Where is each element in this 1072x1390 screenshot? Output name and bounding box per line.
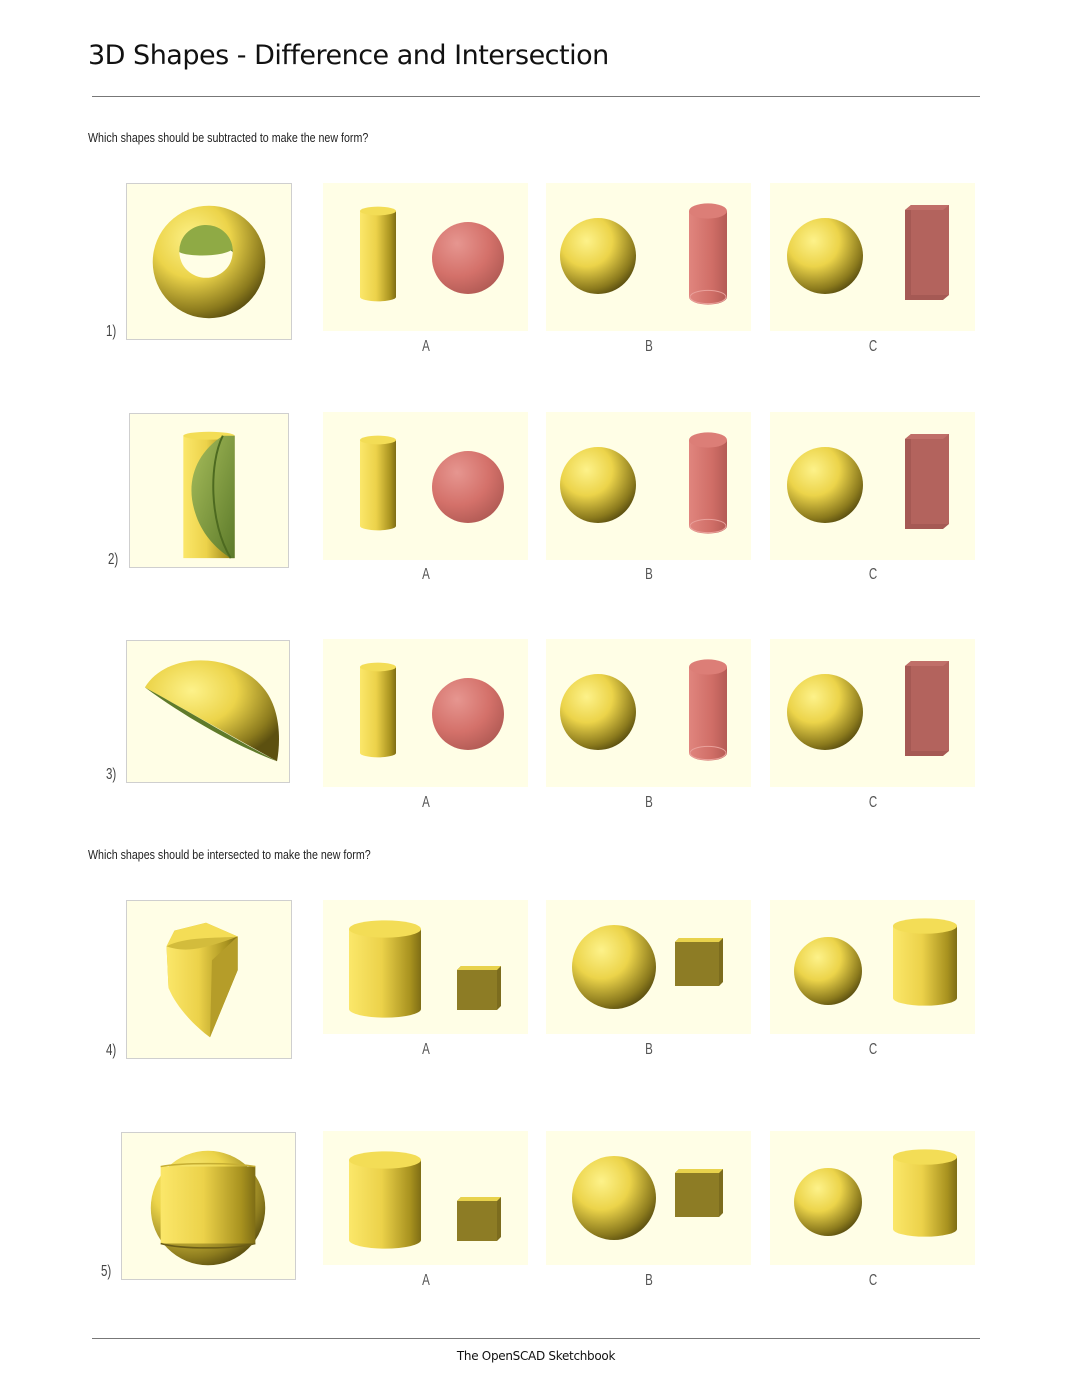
question-2-form	[129, 413, 289, 568]
option-label: B	[644, 1041, 653, 1058]
yellow-cube	[675, 938, 723, 986]
question-3-form	[126, 640, 290, 783]
question-1-option-a[interactable]	[323, 183, 528, 331]
yellow-sphere	[560, 218, 636, 294]
option-shapes	[572, 925, 723, 1009]
option-label: A	[421, 1272, 430, 1289]
question-number: 2)	[108, 551, 119, 568]
yellow-cylinder	[360, 662, 396, 758]
question-number: 3)	[106, 766, 117, 783]
option-label: B	[644, 1272, 653, 1289]
question-1-option-b[interactable]	[546, 183, 751, 331]
footer-text: The OpenSCAD Sketchbook	[456, 1349, 616, 1363]
section-prompt-difference: Which shapes should be subtracted to mak…	[88, 130, 369, 145]
question-number: 5)	[101, 1263, 112, 1280]
question-4-form	[126, 900, 292, 1059]
sphere-cylinder-intersection-shape	[150, 1150, 266, 1266]
question-4-option-c[interactable]	[770, 900, 975, 1034]
yellow-cylinder	[360, 206, 396, 302]
yellow-cube	[675, 1169, 723, 1217]
yellow-cylinder	[893, 1149, 957, 1237]
red-box	[905, 205, 949, 300]
option-label: C	[868, 566, 877, 583]
question-1-form	[126, 183, 292, 340]
option-shapes	[787, 661, 949, 756]
red-box	[905, 661, 949, 756]
question-2-option-a[interactable]	[323, 412, 528, 560]
red-cylinder	[689, 203, 727, 305]
option-shapes	[572, 1156, 723, 1240]
option-shapes	[560, 203, 727, 305]
red-sphere	[432, 678, 504, 750]
option-shapes	[787, 434, 949, 529]
question-5-option-c[interactable]	[770, 1131, 975, 1265]
red-sphere	[432, 451, 504, 523]
option-shapes	[560, 432, 727, 534]
option-label: C	[868, 1041, 877, 1058]
question-number: 1)	[106, 323, 117, 340]
footer-divider	[92, 1338, 980, 1339]
hemisphere-shell-shape	[144, 660, 280, 762]
option-shapes	[787, 205, 949, 300]
option-shapes	[360, 206, 504, 302]
yellow-sphere	[572, 925, 656, 1009]
question-2-option-c[interactable]	[770, 412, 975, 560]
yellow-sphere	[572, 1156, 656, 1240]
question-4-option-b[interactable]	[546, 900, 751, 1034]
yellow-cube	[457, 966, 501, 1010]
yellow-sphere	[787, 447, 863, 523]
red-cylinder	[689, 432, 727, 534]
option-label: A	[421, 1041, 430, 1058]
option-shapes	[360, 662, 504, 758]
yellow-sphere	[794, 937, 862, 1005]
question-4-option-a[interactable]	[323, 900, 528, 1034]
yellow-sphere	[560, 447, 636, 523]
option-shapes	[794, 1149, 957, 1237]
question-2-option-b[interactable]	[546, 412, 751, 560]
option-shapes	[349, 1151, 501, 1249]
option-shapes	[560, 659, 727, 761]
yellow-cylinder	[349, 920, 421, 1018]
red-box	[905, 434, 949, 529]
yellow-sphere	[787, 674, 863, 750]
question-5-option-a[interactable]	[323, 1131, 528, 1265]
option-shapes	[794, 918, 957, 1006]
option-label: C	[868, 794, 877, 811]
question-3-option-a[interactable]	[323, 639, 528, 787]
option-label: B	[644, 566, 653, 583]
question-1-option-c[interactable]	[770, 183, 975, 331]
yellow-cylinder	[893, 918, 957, 1006]
yellow-sphere	[787, 218, 863, 294]
option-label: A	[421, 794, 430, 811]
question-3-option-c[interactable]	[770, 639, 975, 787]
option-label: B	[644, 338, 653, 355]
option-label: A	[421, 338, 430, 355]
section-prompt-intersection: Which shapes should be intersected to ma…	[88, 847, 371, 862]
option-label: C	[868, 1272, 877, 1289]
yellow-sphere	[560, 674, 636, 750]
yellow-cylinder	[360, 435, 396, 531]
option-shapes	[360, 435, 504, 531]
red-sphere	[432, 222, 504, 294]
cylinder-cube-wedge-shape	[166, 922, 238, 1038]
cylinder-with-spherical-cut-shape	[183, 431, 235, 559]
page-title: 3D Shapes - Difference and Intersection	[88, 40, 609, 71]
red-cylinder	[689, 659, 727, 761]
question-number: 4)	[106, 1042, 117, 1059]
question-5-option-b[interactable]	[546, 1131, 751, 1265]
option-label: A	[421, 566, 430, 583]
sphere-with-cylindrical-hole-shape	[152, 205, 266, 319]
question-5-form	[121, 1132, 296, 1280]
yellow-sphere	[794, 1168, 862, 1236]
header-divider	[92, 96, 980, 97]
yellow-cylinder	[349, 1151, 421, 1249]
option-label: C	[868, 338, 877, 355]
option-label: B	[644, 794, 653, 811]
yellow-cube	[457, 1197, 501, 1241]
question-3-option-b[interactable]	[546, 639, 751, 787]
option-shapes	[349, 920, 501, 1018]
